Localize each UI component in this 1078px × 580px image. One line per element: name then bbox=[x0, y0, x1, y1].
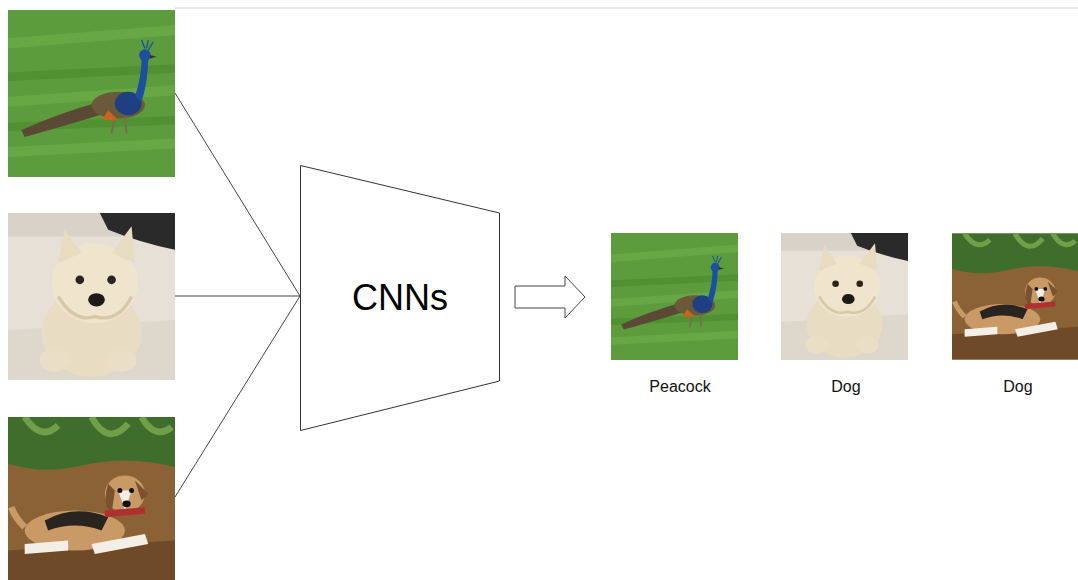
class-label: Dog bbox=[1003, 378, 1032, 396]
input-line bbox=[175, 93, 300, 296]
output-photo bbox=[952, 234, 1078, 360]
input-line bbox=[175, 296, 300, 297]
hollow-arrow bbox=[515, 276, 585, 318]
class-label: Dog bbox=[831, 378, 860, 396]
output-photo bbox=[781, 233, 908, 360]
input-photo bbox=[8, 417, 175, 580]
input-photo bbox=[8, 10, 175, 177]
cnn-block: CNNs bbox=[300, 165, 500, 431]
top-rule bbox=[175, 8, 1078, 9]
input-line bbox=[175, 296, 300, 497]
output-photo bbox=[611, 233, 738, 360]
class-label: Peacock bbox=[649, 378, 710, 396]
input-photo bbox=[8, 213, 175, 380]
block-title: CNNs bbox=[352, 277, 448, 319]
